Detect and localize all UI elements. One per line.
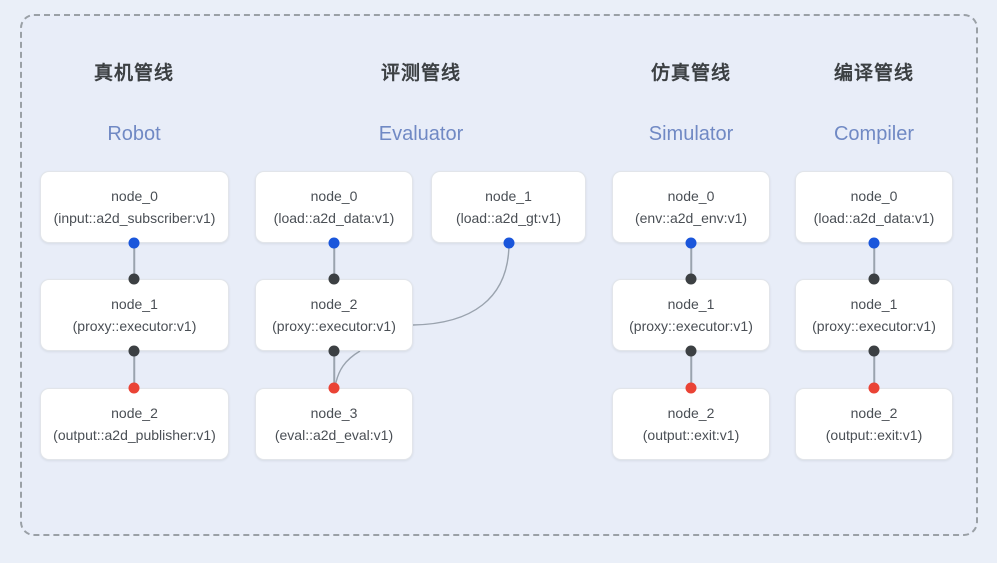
node-label-name: node_0 (310, 188, 358, 204)
port-robot-1-middle-bottom[interactable] (128, 345, 140, 357)
node-robot-2[interactable]: node_2 (output::a2d_publisher:v1) (40, 388, 229, 460)
port-evaluator-2-middle-bottom[interactable] (328, 345, 340, 357)
node-label-name: node_1 (111, 296, 158, 312)
node-simulator-0[interactable]: node_0 (env::a2d_env:v1) (612, 171, 770, 243)
edge-eval-node2-node3-straight (333, 350, 335, 388)
node-evaluator-1[interactable]: node_1 (load::a2d_gt:v1) (431, 171, 586, 243)
edge-eval-node0-node2 (333, 242, 335, 280)
node-label-name: node_1 (667, 296, 715, 312)
node-simulator-1[interactable]: node_1 (proxy::executor:v1) (612, 279, 770, 351)
port-compiler-2-input[interactable] (868, 382, 880, 394)
node-evaluator-2[interactable]: node_2 (proxy::executor:v1) (255, 279, 413, 351)
node-label-name: node_3 (310, 405, 358, 421)
node-label-name: node_2 (111, 405, 158, 421)
node-compiler-2[interactable]: node_2 (output::exit:v1) (795, 388, 953, 460)
node-label-name: node_1 (485, 188, 532, 204)
port-simulator-0-output[interactable] (685, 237, 697, 249)
edge-sim-node1-node2 (690, 350, 692, 388)
edge-robot-node1-node2 (133, 350, 135, 388)
node-label-spec: (env::a2d_env:v1) (634, 210, 748, 226)
node-label-spec: (load::a2d_data:v1) (813, 210, 935, 226)
node-label-name: node_2 (310, 296, 358, 312)
node-label-name: node_0 (850, 188, 898, 204)
node-label-spec: (proxy::executor:v1) (72, 318, 197, 334)
port-robot-1-middle-top[interactable] (128, 273, 140, 285)
node-label-spec: (proxy::executor:v1) (812, 318, 936, 334)
node-label-name: node_0 (667, 188, 715, 204)
node-robot-1[interactable]: node_1 (proxy::executor:v1) (40, 279, 229, 351)
port-evaluator-1-output[interactable] (503, 237, 515, 249)
node-evaluator-3[interactable]: node_3 (eval::a2d_eval:v1) (255, 388, 413, 460)
node-label-spec: (proxy::executor:v1) (629, 318, 753, 334)
node-label-name: node_2 (667, 405, 715, 421)
node-label-name: node_2 (850, 405, 898, 421)
node-evaluator-0[interactable]: node_0 (load::a2d_data:v1) (255, 171, 413, 243)
port-robot-0-output[interactable] (128, 237, 140, 249)
node-compiler-1[interactable]: node_1 (proxy::executor:v1) (795, 279, 953, 351)
node-label-spec: (output::exit:v1) (825, 427, 923, 443)
port-evaluator-2-middle-top[interactable] (328, 273, 340, 285)
node-label-spec: (proxy::executor:v1) (272, 318, 396, 334)
port-compiler-1-middle-bottom[interactable] (868, 345, 880, 357)
node-label-spec: (load::a2d_gt:v1) (455, 210, 562, 226)
port-compiler-0-output[interactable] (868, 237, 880, 249)
edge-compiler-node0-node1 (873, 242, 875, 280)
port-simulator-1-middle-bottom[interactable] (685, 345, 697, 357)
node-simulator-2[interactable]: node_2 (output::exit:v1) (612, 388, 770, 460)
port-robot-2-input[interactable] (128, 382, 140, 394)
node-label-spec: (output::exit:v1) (642, 427, 740, 443)
port-evaluator-0-output[interactable] (328, 237, 340, 249)
node-label-spec: (eval::a2d_eval:v1) (274, 427, 394, 443)
port-simulator-2-input[interactable] (685, 382, 697, 394)
node-compiler-0[interactable]: node_0 (load::a2d_data:v1) (795, 171, 953, 243)
edge-compiler-node1-node2 (873, 350, 875, 388)
node-label-spec: (load::a2d_data:v1) (273, 210, 395, 226)
edge-robot-node0-node1 (133, 242, 135, 280)
port-simulator-1-middle-top[interactable] (685, 273, 697, 285)
node-label-name: node_0 (111, 188, 158, 204)
node-robot-0[interactable]: node_0 (input::a2d_subscriber:v1) (40, 171, 229, 243)
node-label-name: node_1 (850, 296, 898, 312)
port-compiler-1-middle-top[interactable] (868, 273, 880, 285)
edge-sim-node0-node1 (690, 242, 692, 280)
node-label-spec: (input::a2d_subscriber:v1) (53, 210, 216, 226)
port-evaluator-3-input[interactable] (328, 382, 340, 394)
node-label-spec: (output::a2d_publisher:v1) (53, 427, 216, 443)
